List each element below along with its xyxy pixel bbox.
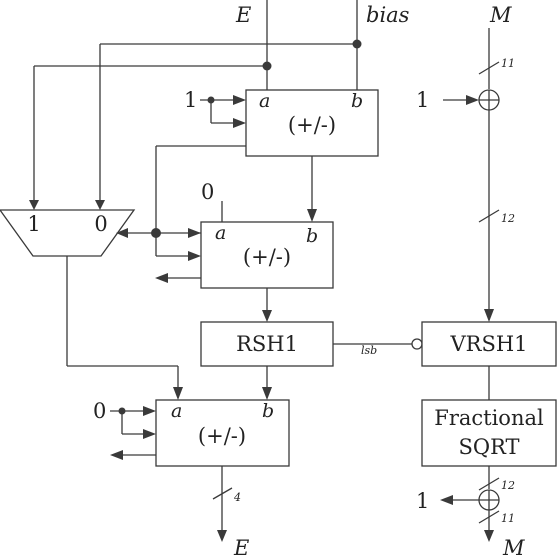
addsub-bot-in-arrow-1 [143, 406, 156, 416]
addsub-bot-a-arrow [173, 387, 183, 400]
mux-in0-label: 0 [94, 212, 107, 236]
addsub-top-in-arrow-1 [233, 95, 246, 105]
mux-in1-arrow [29, 200, 39, 210]
addsub-top-in-arrow-2 [233, 118, 246, 128]
lsb-label: lsb [361, 344, 377, 357]
addsub-bot-label: (+/-) [198, 424, 246, 448]
bias-junction-dot [352, 39, 362, 49]
rsh1-block: RSH1 [200, 321, 334, 367]
addsub-top-label: (+/-) [288, 113, 336, 137]
rsh1-in-arrow [262, 310, 272, 322]
adder-bot-const-arrow [440, 495, 453, 505]
addsub-mid-a-arrow [188, 228, 201, 238]
output-m-label: M [502, 536, 525, 559]
m-mid-bus-tick [478, 209, 500, 223]
addsub-bot-block: a b (+/-) [155, 399, 290, 467]
e-output-bus-tick [212, 487, 233, 500]
addsub-mid-b-arrow [307, 209, 317, 222]
addsub-mid-const: 0 [201, 180, 214, 204]
vrsh1-control-bubble [411, 338, 423, 350]
fractional-sqrt-line1: Fractional [434, 406, 544, 430]
m-input-bus-width: 11 [501, 57, 515, 70]
adder-top-circle [478, 89, 500, 111]
input-e-label: E [235, 3, 251, 27]
addsub-mid-block: a b (+/-) [200, 221, 334, 289]
addsub-bot-const-wires [110, 410, 144, 435]
adder-top-const-arrow [466, 95, 479, 105]
e-output-bus-width: 4 [233, 491, 241, 504]
addsub-top-port-b: b [351, 90, 363, 112]
mux-output-wire [66, 256, 179, 388]
adder-bot-circle [478, 489, 500, 511]
m-input-bus-tick [478, 61, 500, 75]
addsub-bot-sign-out-arrow [110, 450, 123, 460]
adder-bot-const: 1 [416, 489, 429, 513]
mux-block: 1 0 [0, 209, 136, 257]
vrsh1-in-arrow [484, 309, 494, 322]
addsub-bot-in-arrow-2 [143, 429, 156, 439]
addsub-bot-const: 0 [93, 399, 106, 423]
addsub-top-block: a b (+/-) [245, 89, 379, 157]
addsub-mid-in-arrow [188, 251, 201, 261]
fractional-sqrt-block: Fractional SQRT [421, 399, 557, 467]
addsub-mid-sign-out-arrow [155, 273, 168, 283]
mux-select-arrow [116, 228, 128, 238]
m-out-top-bus-width: 12 [501, 479, 515, 492]
m-out-bot-bus-tick [478, 510, 500, 524]
fractional-sqrt-line2: SQRT [458, 435, 519, 459]
addsub-mid-port-a: a [215, 222, 226, 244]
mux-in0-arrow [95, 200, 105, 210]
addsub-mid-label: (+/-) [243, 245, 291, 269]
addsub-bot-b-arrow [262, 387, 272, 400]
input-m-label: M [489, 3, 512, 27]
addsub-top-port-a: a [259, 90, 270, 112]
vrsh1-block: VRSH1 [421, 321, 557, 367]
output-e-label: E [233, 536, 249, 559]
addsub-bot-port-b: b [262, 400, 274, 422]
e-bias-wires [33, 0, 358, 201]
rsh1-label: RSH1 [236, 332, 298, 356]
vrsh1-label: VRSH1 [449, 332, 527, 356]
adder-top-const: 1 [416, 88, 429, 112]
m-output-arrow [484, 530, 494, 542]
addsub-top-const-dot [207, 96, 215, 104]
addsub-top-const: 1 [184, 88, 197, 112]
m-out-top-bus-tick [478, 477, 500, 491]
addsub-bot-const-dot [118, 407, 126, 415]
mux-in1-label: 1 [27, 212, 40, 236]
addsub-top-const-wires [200, 99, 234, 124]
e-output-arrow [217, 530, 227, 542]
e-junction-dot [262, 61, 272, 71]
addsub-mid-port-b: b [306, 225, 318, 247]
m-out-bot-bus-width: 11 [501, 512, 515, 525]
mux-select-junction-dot [151, 228, 161, 238]
m-mid-bus-width: 12 [501, 212, 515, 225]
input-bias-label: bias [366, 3, 410, 27]
addsub-bot-port-a: a [171, 400, 182, 422]
